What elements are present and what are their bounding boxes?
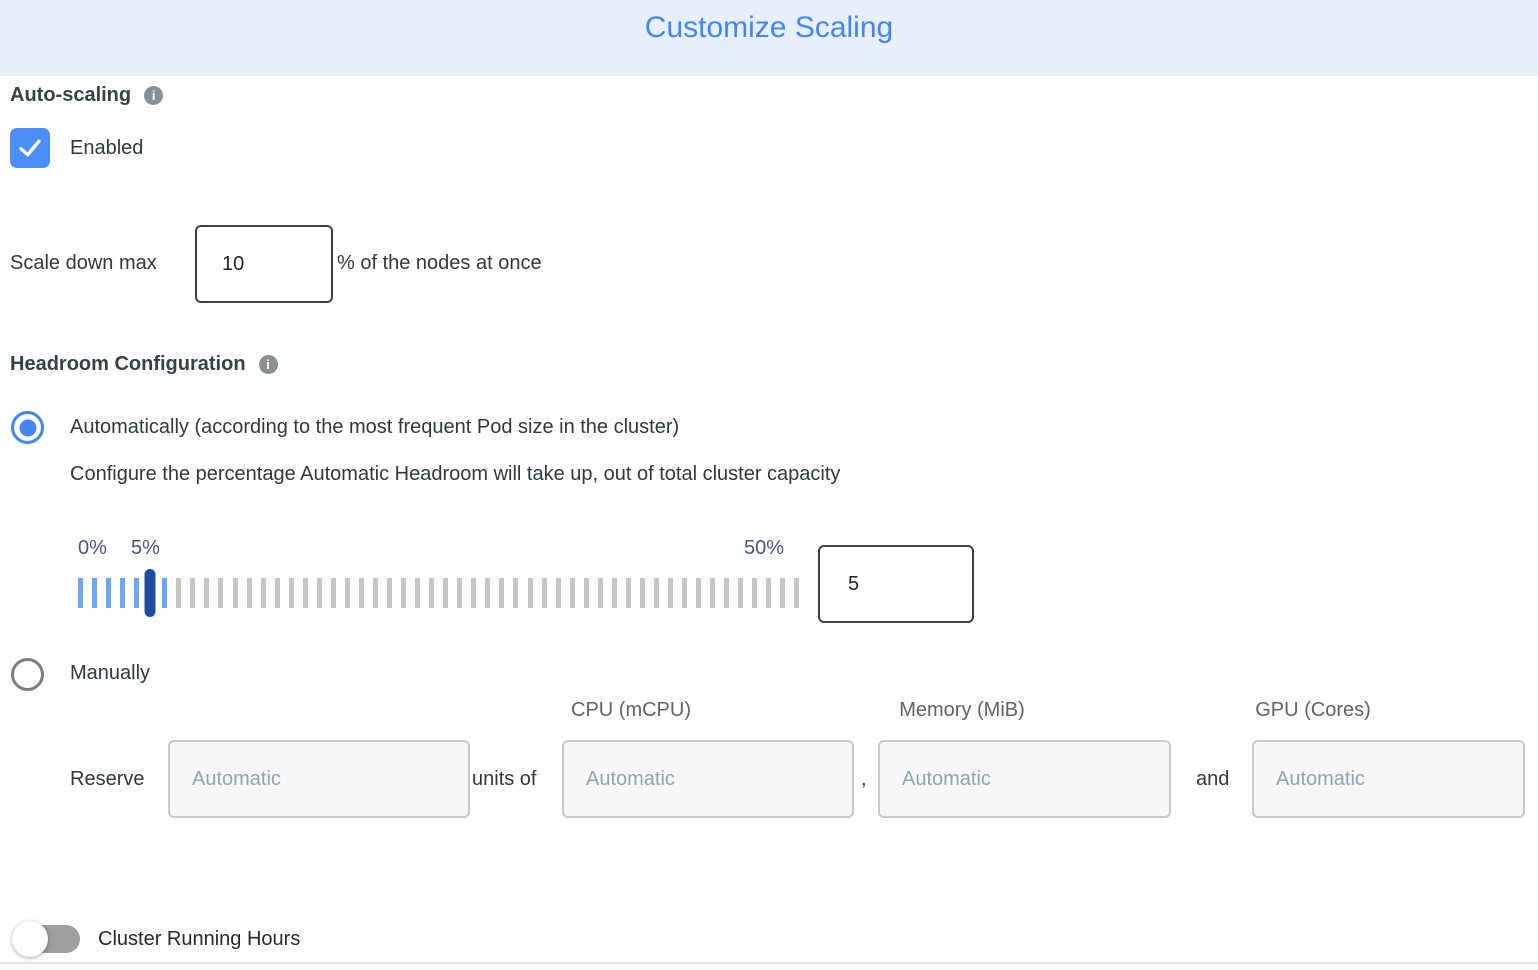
headroom-automatic-description: Configure the percentage Automatic Headr… (70, 463, 841, 485)
slider-tick (611, 578, 617, 608)
slider-tick (513, 578, 519, 608)
slider-tick (218, 578, 224, 608)
slider-tick (401, 578, 407, 608)
reserve-cpu-input[interactable] (562, 740, 854, 818)
slider-tick (710, 578, 716, 608)
cluster-running-hours-toggle[interactable] (12, 921, 80, 957)
slider-tick (429, 578, 435, 608)
headroom-slider-handle[interactable] (144, 569, 156, 617)
slider-tick (443, 578, 449, 608)
slider-tick (106, 578, 112, 608)
headroom-automatic-label: Automatically (according to the most fre… (70, 416, 680, 438)
headroom-section-header: Headroom Configuration i (10, 353, 278, 376)
slider-tick (471, 578, 477, 608)
slider-tick (330, 578, 336, 608)
slider-tick (387, 578, 393, 608)
reserve-gpu-input[interactable] (1252, 740, 1525, 818)
slider-tick (583, 578, 589, 608)
slider-tick (190, 578, 196, 608)
gpu-column-header: GPU (Cores) (1255, 699, 1371, 721)
reserve-units-input[interactable] (168, 740, 470, 818)
slider-tick (667, 578, 673, 608)
slider-tick (120, 578, 126, 608)
slider-tick (134, 578, 140, 608)
slider-tick (653, 578, 659, 608)
slider-tick (597, 578, 603, 608)
reserve-label: Reserve (70, 768, 145, 790)
auto-scaling-section-header: Auto-scaling i (10, 84, 164, 107)
header-band: Customize Scaling (0, 0, 1538, 76)
page-title: Customize Scaling (644, 11, 894, 44)
scale-down-suffix: % of the nodes at once (337, 252, 542, 274)
slider-tick (78, 578, 83, 608)
slider-tick (302, 578, 308, 608)
slider-tick (752, 578, 758, 608)
slider-tick (724, 578, 730, 608)
slider-tick (794, 578, 800, 608)
cpu-column-header: CPU (mCPU) (571, 699, 691, 721)
slider-min-label: 0% (78, 537, 107, 559)
headroom-manual-radio[interactable] (11, 658, 44, 691)
headroom-automatic-radio[interactable] (11, 411, 44, 444)
headroom-config-label: Headroom Configuration (10, 353, 246, 375)
comma-separator: , (861, 768, 867, 790)
slider-tick (92, 578, 98, 608)
slider-tick (344, 578, 350, 608)
reserve-memory-input[interactable] (878, 740, 1171, 818)
slider-tick (288, 578, 294, 608)
slider-tick (372, 578, 378, 608)
memory-column-header: Memory (MiB) (899, 699, 1025, 721)
and-label: and (1196, 768, 1230, 790)
slider-tick (766, 578, 772, 608)
slider-tick (260, 578, 266, 608)
slider-tick (204, 578, 210, 608)
slider-tick (780, 578, 786, 608)
slider-tick (696, 578, 702, 608)
enabled-label: Enabled (70, 137, 144, 159)
scale-down-max-input[interactable] (195, 225, 333, 303)
headroom-manual-label: Manually (70, 662, 151, 684)
scale-down-prefix: Scale down max (10, 252, 157, 274)
slider-tick (485, 578, 491, 608)
slider-tick (682, 578, 688, 608)
headroom-slider-track[interactable] (78, 569, 800, 617)
slider-current-label: 5% (131, 537, 160, 559)
slider-tick (527, 578, 533, 608)
slider-tick (625, 578, 631, 608)
slider-tick (316, 578, 322, 608)
info-icon[interactable]: i (144, 86, 164, 105)
slider-tick (541, 578, 547, 608)
bottom-divider (0, 962, 1538, 964)
slider-max-label: 50% (744, 537, 785, 559)
slider-tick (274, 578, 280, 608)
toggle-knob (12, 921, 48, 957)
slider-tick (232, 578, 238, 608)
slider-tick (555, 578, 561, 608)
slider-tick (569, 578, 575, 608)
slider-tick (639, 578, 645, 608)
auto-scaling-enabled-checkbox[interactable] (10, 128, 50, 168)
slider-tick (162, 578, 168, 608)
slider-tick (457, 578, 463, 608)
headroom-percent-input[interactable] (818, 545, 974, 623)
auto-scaling-label: Auto-scaling (10, 84, 132, 106)
slider-tick (176, 578, 182, 608)
slider-tick (499, 578, 505, 608)
cluster-running-hours-label: Cluster Running Hours (98, 928, 301, 950)
slider-tick (415, 578, 421, 608)
slider-tick (358, 578, 364, 608)
slider-tick (738, 578, 744, 608)
bottom-strip (0, 964, 1538, 970)
checkmark-icon (15, 133, 45, 163)
info-icon[interactable]: i (258, 355, 278, 374)
slider-tick (246, 578, 252, 608)
units-of-label: units of (472, 768, 537, 790)
